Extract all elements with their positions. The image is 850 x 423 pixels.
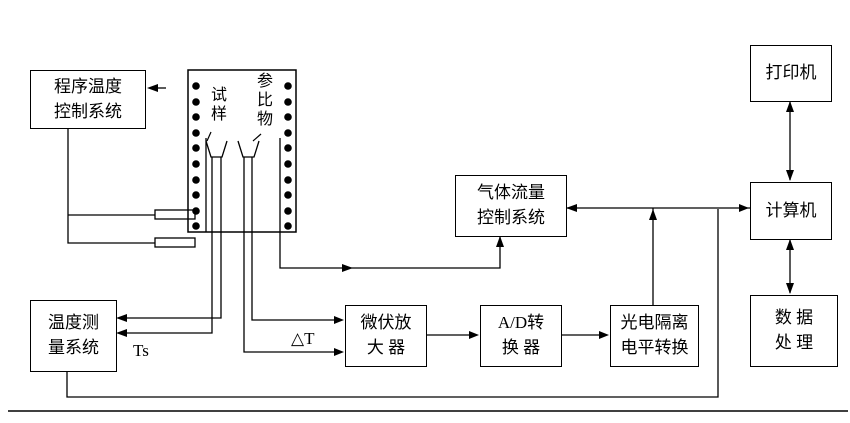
arrowhead-into-gas-controller (496, 236, 504, 247)
arrowhead-into-computer-bottom (786, 239, 794, 250)
printer-box: 打印机 (750, 45, 832, 102)
reference-crucible (237, 140, 260, 158)
arrowhead-gas-mid (342, 264, 353, 272)
arrowhead-ts-2 (116, 329, 127, 337)
sample-crucible (205, 140, 228, 158)
arrowhead-opto-up (649, 209, 657, 220)
heater-terminal-upper (154, 209, 196, 220)
opto-isolation-line1: 光电隔离 (620, 313, 689, 333)
delta-t-wire-1 (251, 157, 334, 321)
arrowhead-delta-t-2 (334, 348, 344, 356)
gas-flow-controller-box: 气体流量 控制系统 (455, 175, 567, 237)
ts-return-path (66, 209, 719, 398)
ad-converter-box: A/D转 换 器 (480, 305, 562, 367)
arrowhead-into-opto (599, 331, 609, 339)
opto-isolation-line2: 电平转换 (620, 338, 689, 357)
opto-isolation-box: 光电隔离 电平转换 (610, 305, 699, 367)
printer-label: 打印机 (765, 63, 817, 83)
arrowhead-into-program-controller (147, 84, 158, 92)
microvolt-amplifier-box: 微伏放 大 器 (345, 305, 427, 367)
computer-box: 计算机 (750, 182, 832, 240)
furnace (154, 69, 297, 248)
data-processing-line1: 数 据 (774, 308, 814, 328)
arrowhead-into-data-processing (786, 283, 794, 294)
delta-t-annotation: △T (291, 329, 315, 348)
program-temp-controller-box: 程序温度 控制系统 (30, 70, 146, 129)
heater-wire-lower (67, 127, 155, 244)
sample-label: 试样 (204, 86, 228, 124)
ts-wire-2 (127, 157, 213, 334)
gas-flow-controller-line2: 控制系统 (477, 208, 545, 227)
ts-annotation: Ts (133, 341, 149, 360)
reference-label-leader (252, 133, 262, 142)
gas-line (279, 138, 501, 269)
arrowhead-ts-1 (116, 314, 127, 322)
ts-wire-1 (127, 157, 222, 319)
heater-coil-dots-right (284, 82, 292, 230)
furnace-body (187, 69, 297, 233)
computer-label: 计算机 (765, 200, 817, 220)
data-processing-line2: 处 理 (774, 333, 814, 352)
microvolt-amplifier-line2: 大 器 (366, 338, 406, 357)
heater-terminal-lower (154, 237, 196, 248)
ad-converter-line1: A/D转 (497, 313, 545, 333)
arrowhead-into-computer (739, 204, 749, 212)
arrowhead-into-printer (786, 101, 794, 112)
heater-coil-dots-left (192, 82, 200, 230)
temp-measurement-box: 温度测 量系统 (30, 300, 117, 372)
temp-measurement-line1: 温度测 (48, 313, 99, 333)
temp-measurement-line2: 量系统 (48, 338, 99, 357)
gas-flow-controller-line1: 气体流量 (477, 183, 545, 203)
data-processing-box: 数 据 处 理 (750, 295, 838, 367)
microvolt-amplifier-line1: 微伏放 (360, 313, 412, 333)
sample-label-leader (206, 131, 212, 142)
ad-converter-line2: 换 器 (501, 338, 541, 357)
arrowhead-into-ad (469, 331, 479, 339)
arrowhead-into-gas-box (566, 204, 577, 212)
arrowhead-into-computer-top (786, 170, 794, 181)
program-temp-controller-line2: 控制系统 (54, 101, 122, 121)
program-temp-controller-line1: 程序温度 (54, 76, 122, 96)
reference-label: 参比物 (250, 72, 274, 129)
arrowhead-delta-t-1 (334, 316, 344, 324)
delta-t-wire-2 (243, 157, 334, 353)
